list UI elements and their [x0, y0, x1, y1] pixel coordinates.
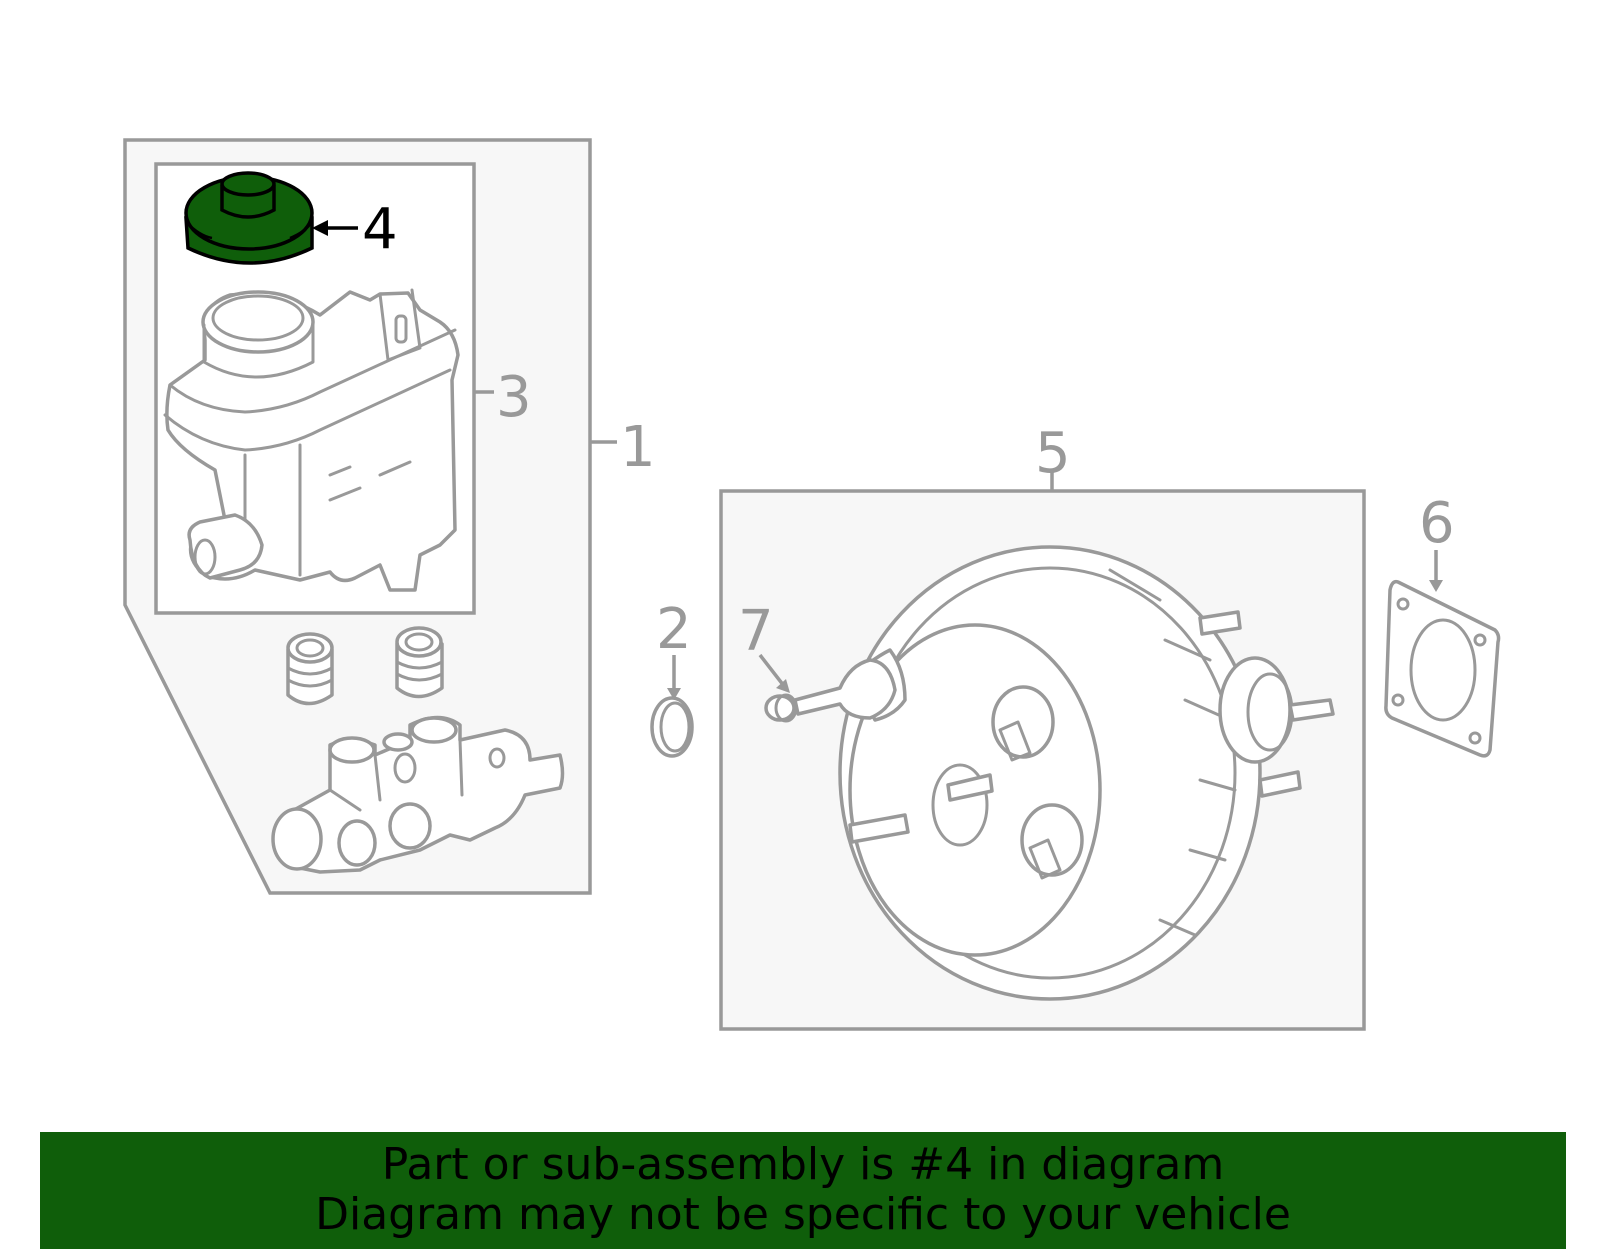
pushrod-clevis-part[interactable] [764, 658, 897, 723]
callout-3-label[interactable]: 3 [496, 365, 532, 430]
callout-1-label[interactable]: 1 [620, 415, 656, 480]
callout-6-label[interactable]: 6 [1419, 491, 1455, 556]
info-banner: Part or sub-assembly is #4 in diagram Di… [40, 1132, 1566, 1249]
callout-7-arrowhead [776, 679, 790, 693]
reservoir-cap-part[interactable] [184, 171, 314, 265]
callout-2-label[interactable]: 2 [656, 597, 692, 662]
grommet-left-part[interactable] [286, 632, 334, 706]
callout-7-leader [758, 653, 786, 688]
callout-2-arrowhead [667, 688, 681, 700]
banner-line-1: Part or sub-assembly is #4 in diagram [381, 1139, 1225, 1190]
brake-booster-part[interactable] [838, 545, 1335, 1001]
callout-4-label[interactable]: 4 [362, 197, 398, 262]
gasket-part[interactable] [1384, 579, 1501, 758]
fluid-reservoir-part[interactable] [163, 288, 460, 592]
callout-5-label[interactable]: 5 [1035, 421, 1071, 486]
master-cylinder-part[interactable] [271, 715, 565, 874]
callout-4-arrowhead [312, 220, 328, 236]
seal-ring-part[interactable] [650, 696, 694, 758]
grommet-right-part[interactable] [395, 626, 444, 699]
callout-7-label[interactable]: 7 [738, 599, 774, 664]
callout-6-arrowhead [1429, 580, 1443, 592]
banner-line-2: Diagram may not be specific to your vehi… [315, 1189, 1291, 1240]
